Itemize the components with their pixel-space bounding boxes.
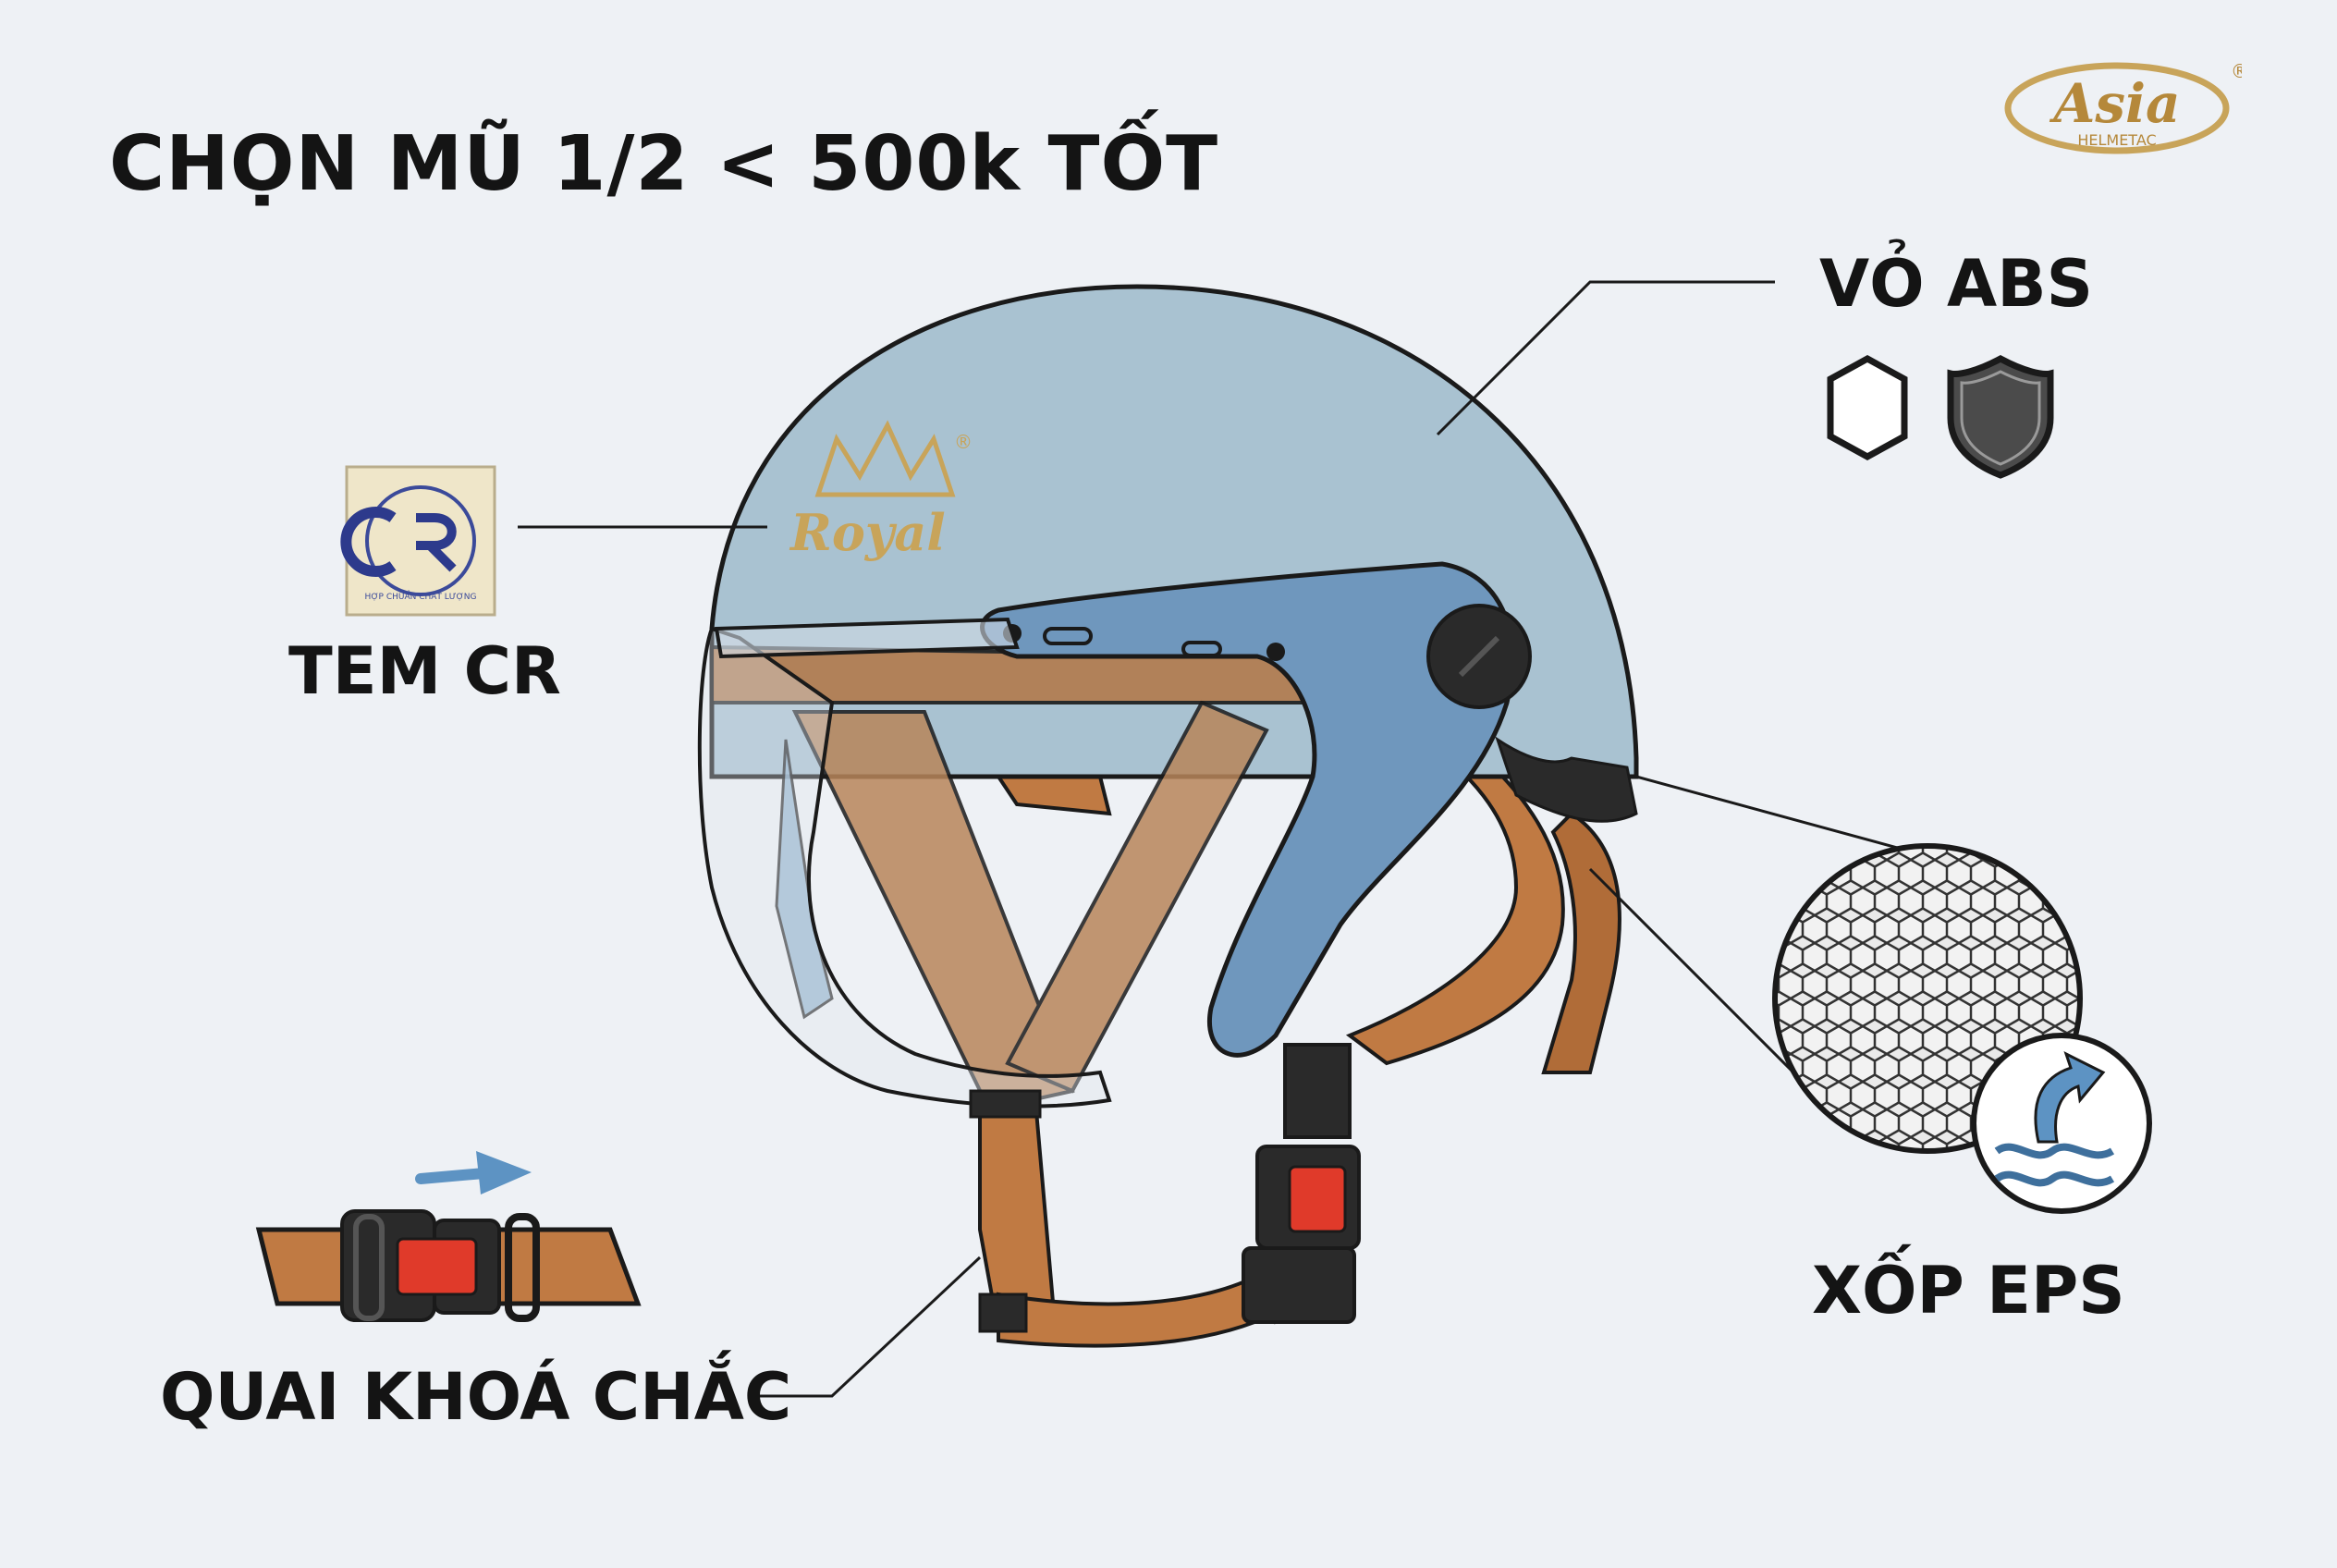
leader-buckle	[758, 1256, 982, 1398]
royal-text: Royal	[789, 503, 946, 562]
shock-absorb-icon	[1971, 1033, 2152, 1214]
label-buckle: QUAI KHOÁ CHẮC	[160, 1359, 792, 1435]
arrow-right-icon	[415, 1151, 532, 1194]
logo-brand: Asia	[2049, 72, 2180, 135]
buckle-icon	[255, 1209, 642, 1322]
asia-logo: Asia HELMETAC ®	[2004, 60, 2242, 154]
page-title: CHỌN MŨ 1/2 < 500k TỐT	[109, 120, 1219, 208]
leader-shell	[1436, 280, 1775, 436]
logo-sub: HELMETAC	[2077, 131, 2156, 149]
stamp-ring-text: HỢP CHUẨN CHẤT LƯỢNG	[365, 590, 477, 602]
leader-foam-b	[1588, 867, 1814, 1093]
chin-strap	[969, 1043, 1361, 1348]
label-foam: XỐP EPS	[1812, 1253, 2125, 1329]
label-stamp: TEM CR	[288, 633, 561, 709]
visor-mount	[980, 561, 1638, 1058]
leader-foam-a	[1635, 775, 1942, 862]
hexagon-icon	[1827, 355, 1908, 460]
logo-mark: ®	[2231, 60, 2242, 82]
royal-brand: Royal ®	[789, 420, 973, 562]
label-shell: VỎ ABS	[1819, 246, 2093, 322]
cr-stamp: HỢP CHUẨN CHẤT LƯỢNG	[340, 465, 496, 617]
shield-icon	[1947, 355, 2054, 479]
royal-mark: ®	[954, 431, 973, 453]
